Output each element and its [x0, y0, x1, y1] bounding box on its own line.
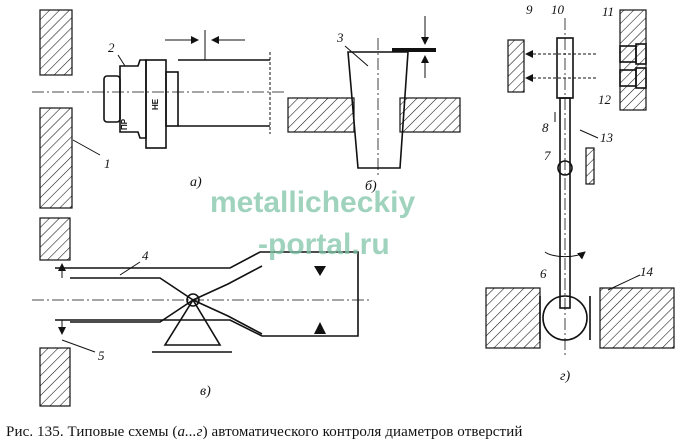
- label-2: 2: [108, 40, 115, 55]
- tapered-plug: [347, 51, 409, 169]
- pivot-support: [163, 298, 222, 346]
- label-13: 13: [600, 130, 614, 145]
- housing-right: [619, 9, 647, 111]
- workpiece-right: [399, 97, 461, 133]
- label-10: 10: [551, 2, 565, 17]
- pivot: [186, 293, 200, 307]
- label-3: 3: [336, 30, 344, 45]
- go-gauge-label: ПР: [120, 118, 129, 130]
- watermark-line-1: metallicheckiy: [210, 186, 415, 219]
- wall-bottom-v: [39, 347, 71, 407]
- contact-upper: [314, 266, 326, 276]
- go-gauge-body: [103, 75, 121, 123]
- label-14: 14: [640, 264, 654, 279]
- subfigure-label-g: г): [560, 369, 570, 384]
- caption-suffix: ) автоматического контроля диаметров отв…: [202, 424, 523, 440]
- watermark-line-2: -portal.ru: [258, 228, 390, 261]
- scale-9: [507, 39, 525, 93]
- contact-plate: [392, 48, 436, 52]
- subfigure-v: 4 5 в): [32, 217, 370, 407]
- wall-top-v: [39, 217, 71, 261]
- subfigure-g: 9 10 11 12 8 13 7 6 14 г): [485, 2, 675, 384]
- pivot-7: [557, 160, 573, 176]
- subfigure-b: 3 б): [287, 16, 461, 194]
- subfigure-label-b: б): [365, 179, 377, 194]
- subfigure-label-v: в): [200, 384, 211, 399]
- label-12: 12: [598, 92, 612, 107]
- ball-6: [542, 295, 588, 341]
- workpiece-left: [287, 97, 355, 133]
- caption-prefix: Рис. 135. Типовые схемы (: [6, 424, 178, 440]
- label-11: 11: [602, 4, 614, 19]
- label-8: 8: [542, 120, 549, 135]
- label-9: 9: [526, 2, 533, 17]
- gauge-neck: [165, 71, 179, 127]
- contact-lower: [314, 322, 326, 334]
- support-7: [585, 147, 595, 185]
- rod-13: [559, 97, 571, 309]
- subfigure-label-a: а): [190, 175, 202, 190]
- workpiece-wall-bottom: [39, 107, 73, 209]
- no-go-gauge-label: НЕ: [151, 98, 160, 110]
- label-7: 7: [544, 148, 551, 163]
- figure-caption: Рис. 135. Типовые схемы (а...г) автомати…: [6, 424, 696, 441]
- label-5: 5: [98, 348, 105, 363]
- workpiece-g-right: [599, 287, 675, 349]
- subfigure-a: ПР НЕ 1 2 а): [32, 9, 285, 209]
- label-4: 4: [142, 248, 149, 263]
- workpiece-g-left: [485, 287, 541, 349]
- label-1: 1: [104, 156, 111, 171]
- label-6: 6: [540, 266, 547, 281]
- workpiece-wall-top: [39, 9, 73, 76]
- caption-range: а...г: [177, 424, 203, 440]
